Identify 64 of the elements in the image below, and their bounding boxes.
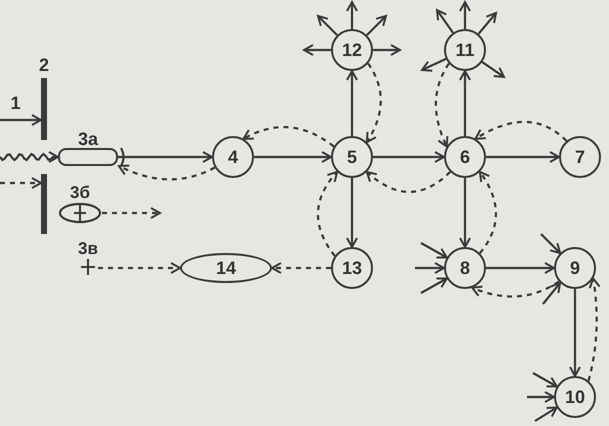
arrow	[540, 233, 562, 254]
arrow	[459, 1, 471, 29]
arrow	[486, 151, 560, 163]
dashed-arrow	[434, 62, 450, 148]
arrow	[459, 70, 471, 136]
node-label: 2	[38, 56, 49, 74]
node-label: 7	[574, 148, 585, 166]
node-label: 14	[216, 259, 236, 277]
arrow	[436, 9, 454, 34]
cross-symbol-node	[76, 240, 100, 276]
dashed-arrow	[471, 280, 560, 298]
node-label: 5	[346, 148, 357, 166]
dashed-arrow	[478, 170, 497, 254]
dashed-arrow	[366, 170, 451, 193]
node-label: 12	[342, 41, 362, 59]
arrow	[542, 282, 562, 305]
arrow	[346, 178, 358, 248]
dashed-arrow	[474, 120, 568, 142]
arrow	[118, 151, 213, 163]
node-label: 4	[228, 148, 238, 166]
dashed-arrow	[102, 207, 161, 219]
arrow	[366, 15, 387, 36]
arrow	[478, 12, 497, 35]
dashed-arrow	[587, 278, 600, 382]
arrow	[346, 1, 358, 29]
arrow	[317, 15, 338, 36]
dashed-arrow	[98, 262, 181, 274]
arrow	[527, 391, 555, 403]
node-label: 10	[564, 388, 586, 406]
node-label: 6	[460, 148, 470, 166]
node-label: 3б	[70, 184, 90, 201]
node-label: 9	[570, 259, 580, 277]
dashed-arrow	[0, 177, 42, 189]
dashed-arrow	[118, 164, 216, 180]
node-label: 8	[460, 259, 470, 277]
node-label: 11	[455, 41, 475, 59]
arrow	[415, 262, 445, 274]
arrow	[482, 61, 505, 78]
ellipse-node	[180, 253, 272, 283]
ellipse-symbol-node	[58, 184, 102, 226]
dashed-arrow	[366, 62, 382, 144]
edge-label: 1	[10, 94, 21, 112]
arrow	[459, 178, 471, 248]
arrow	[373, 44, 401, 56]
arrow	[486, 262, 555, 274]
arrow	[534, 406, 558, 422]
dashed-arrow	[316, 170, 338, 257]
capsule-node	[58, 148, 118, 166]
arrow	[421, 58, 446, 72]
node-label: 13	[342, 259, 362, 277]
arrow	[420, 242, 448, 258]
dashed-arrow	[242, 126, 334, 148]
arrow	[346, 70, 358, 136]
arrow	[0, 114, 42, 126]
arrow	[569, 289, 581, 377]
arrow	[373, 151, 445, 163]
arrow	[532, 372, 558, 388]
wavy-arrow	[0, 151, 59, 163]
arrow	[254, 151, 332, 163]
arrow	[420, 278, 448, 294]
node-label: 3а	[78, 129, 98, 149]
node-label: 3в	[78, 240, 98, 257]
dashed-arrow	[271, 262, 331, 274]
arrow	[303, 44, 331, 56]
